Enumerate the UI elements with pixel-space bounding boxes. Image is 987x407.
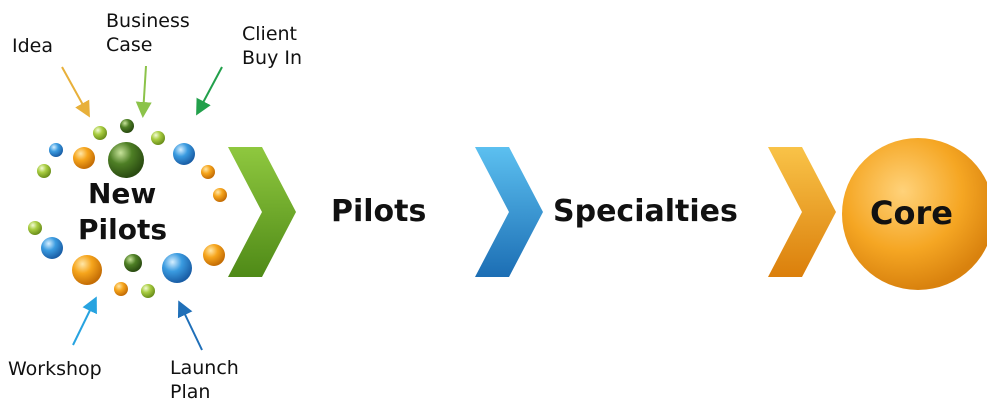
bubble-blue [41,237,63,259]
bubble-cluster [28,119,227,298]
bubble-dark-green [120,119,134,133]
new-pilots-label-line1: New [88,177,157,210]
bubble-dark-green [124,254,142,272]
bubble-orange [203,244,225,266]
bubble-orange [72,255,102,285]
green-chevron [228,147,296,277]
workshop-arrow [72,296,97,346]
blue-chevron [475,147,543,277]
idea-arrow [61,66,90,118]
business-case-label-line2: Case [106,34,153,56]
core-stage-label: Core [870,194,953,232]
bubble-light-green [141,284,155,298]
client-buy-in-label-line2: Buy In [242,47,303,69]
bubble-dark-green [108,142,144,178]
workshop-label: Workshop [8,358,102,380]
bubble-blue [173,143,195,165]
bubble-light-green [28,221,42,235]
new-pilots-label-line2: Pilots [78,213,168,246]
bubble-blue [162,253,192,283]
launch-plan-arrow [177,300,203,351]
business-case-arrow [135,65,152,118]
launch-plan-label-line2: Plan [170,381,211,403]
pilots-stage-label: Pilots [331,194,427,229]
specialties-stage-label: Specialties [553,194,738,229]
bubble-yellow [213,188,227,202]
bubble-light-green [151,131,165,145]
client-buy-in-label-line1: Client [242,23,298,45]
core-circle [842,138,987,290]
launch-plan-label-line1: Launch [170,357,239,379]
orange-chevron [768,147,836,277]
idea-label: Idea [12,35,53,57]
bubble-orange [201,165,215,179]
bubble-light-green [37,164,51,178]
bubble-light-green [93,126,107,140]
bubble-orange [73,147,95,169]
bubble-blue [49,143,63,157]
client-buy-in-arrow [196,66,223,116]
bubble-yellow [114,282,128,296]
business-case-label-line1: Business [106,10,190,32]
